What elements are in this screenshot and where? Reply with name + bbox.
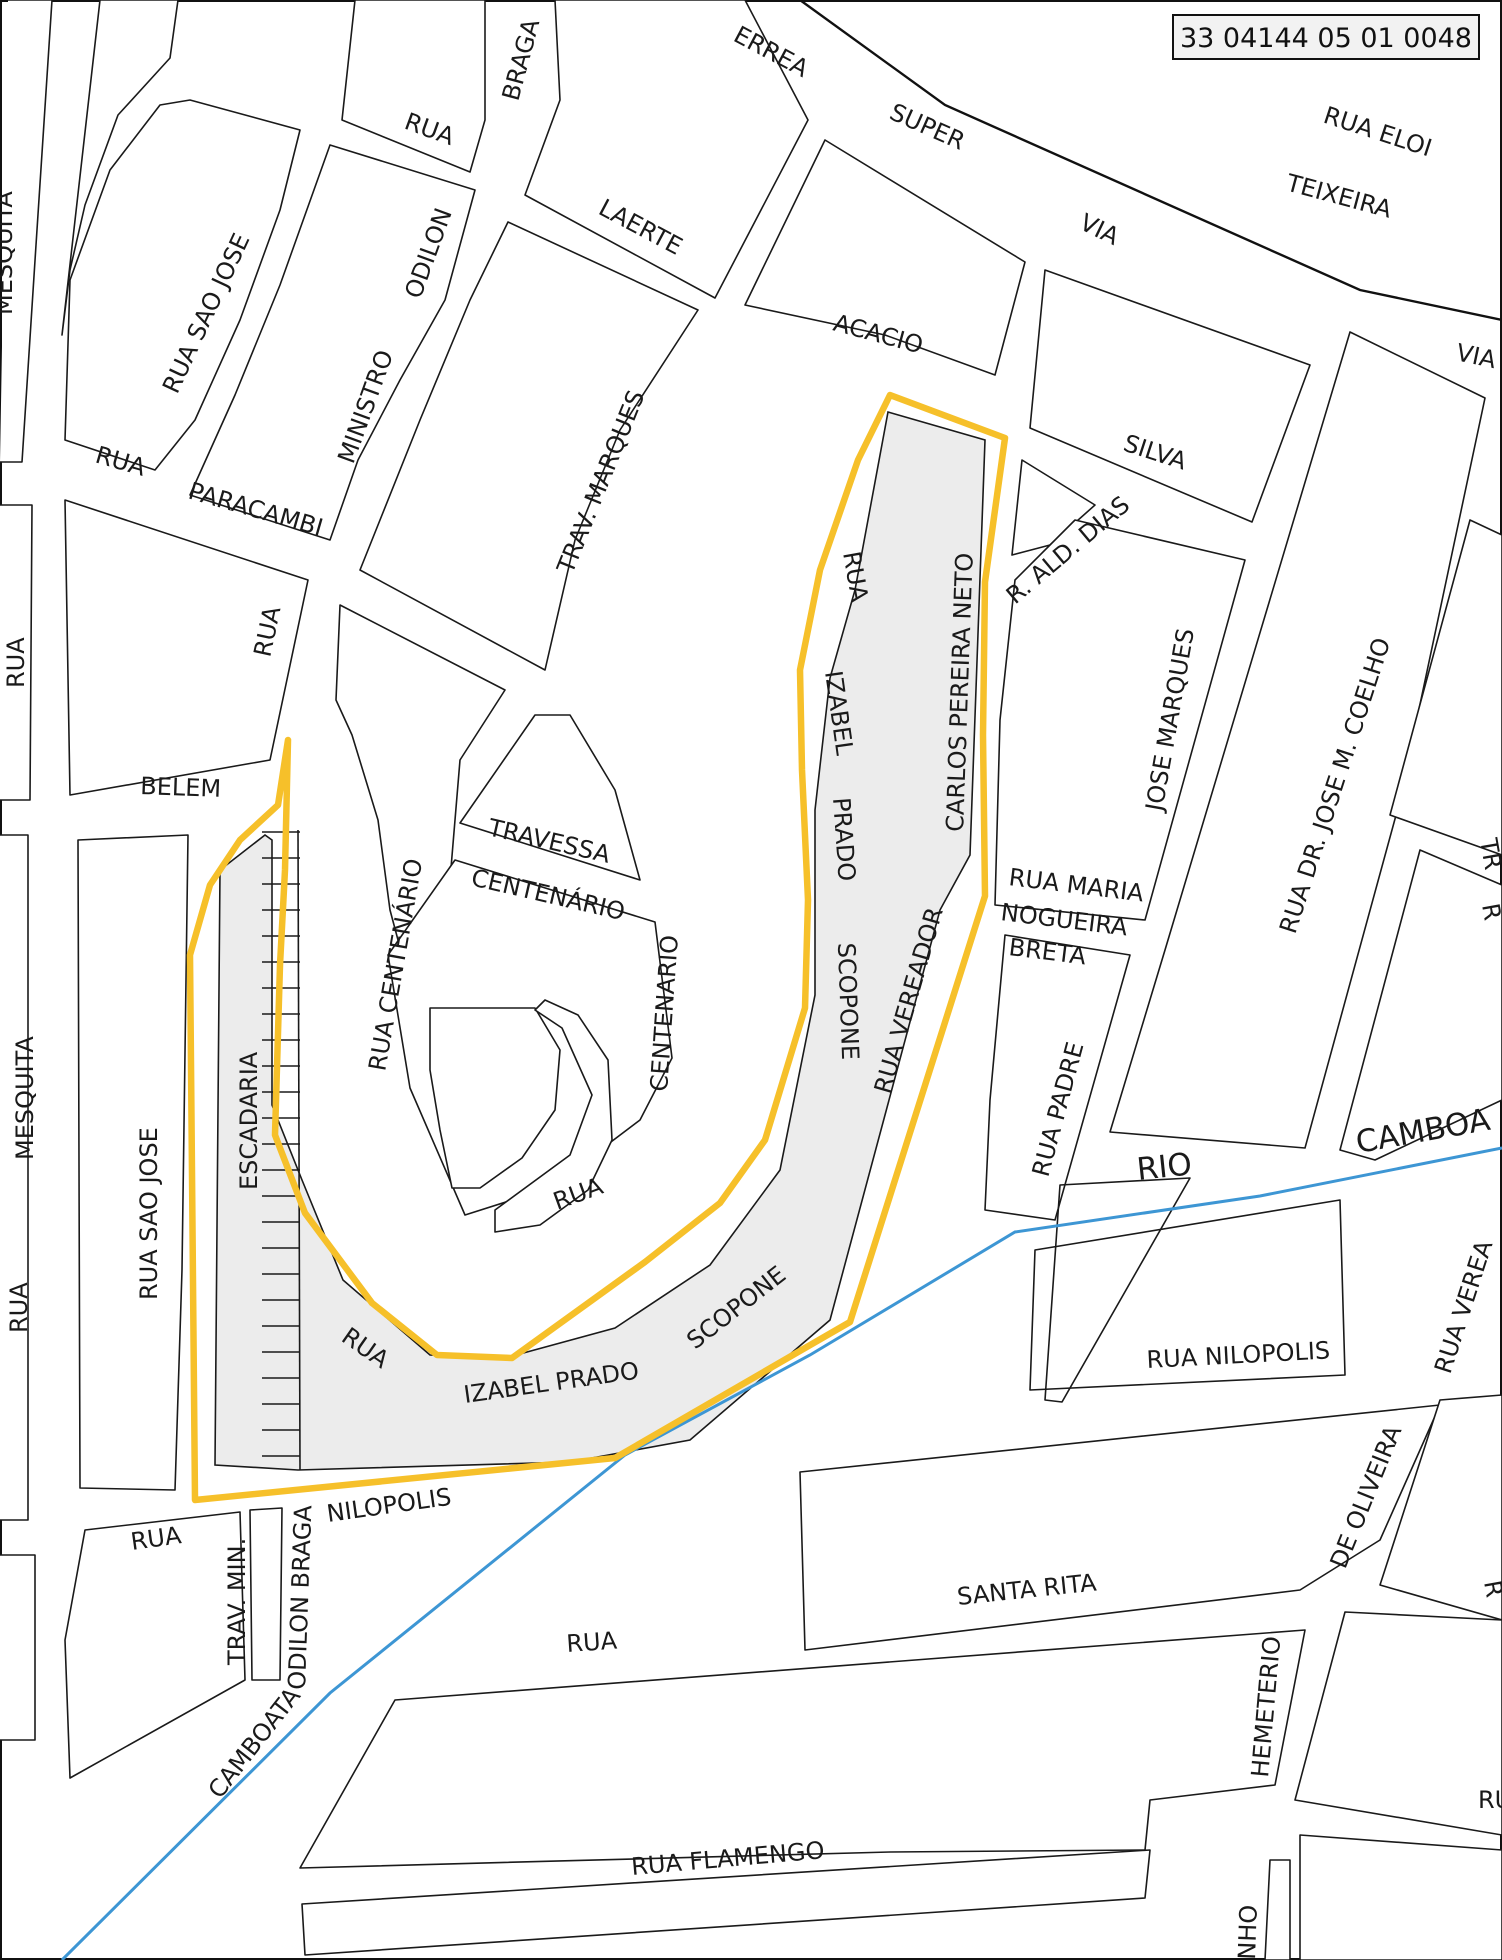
block-sao-jose-south	[77, 834, 189, 1491]
block-trav-min	[249, 1507, 283, 1681]
label-trav-min: TRAV. MIN.	[223, 1538, 251, 1666]
block-inner-core	[429, 1007, 561, 1189]
block-bottom-edge	[1264, 1859, 1291, 1960]
label-teixeira: TEIXEIRA	[1282, 168, 1395, 223]
sector-boundary	[186, 391, 1009, 1504]
block-right-bottom-2	[1294, 1611, 1502, 1836]
label-rua-santa: RUA	[565, 1626, 618, 1658]
label-edge-r: R	[1476, 901, 1502, 922]
block-belem	[64, 499, 309, 796]
census-sector-area	[214, 410, 986, 1471]
block-silva	[1029, 269, 1311, 523]
block-travessa	[459, 714, 641, 881]
label-rua-vereador-right: RUA VEREA	[1429, 1236, 1498, 1377]
escadaria-stairs	[262, 829, 301, 1471]
block-hemeterio-east	[1299, 1834, 1502, 1960]
label-rua-left2: RUA	[5, 1282, 33, 1333]
label-camboata-left: CAMBOATA	[203, 1682, 307, 1804]
label-prado-v: PRADO	[827, 796, 861, 882]
label-rio: RIO	[1135, 1146, 1194, 1188]
block-sao-jose-top	[61, 0, 179, 336]
block-right-edge-2	[1339, 849, 1502, 1161]
label-mesquita-top: MESQUITA	[0, 191, 18, 315]
label-scopone-v: SCOPONE	[832, 942, 864, 1060]
block-trav-marques	[359, 221, 699, 671]
block-left-bottom	[0, 1554, 36, 1741]
map-sheet-code: 33 04144 05 01 0048	[1172, 14, 1480, 60]
block-mesquita	[0, 834, 29, 1521]
label-mesquita: MESQUITA	[11, 1036, 39, 1160]
block-right-edge-1	[1389, 519, 1502, 856]
label-nilopolis: NILOPOLIS	[325, 1483, 453, 1528]
block-rua-sao-jose-north	[64, 99, 301, 471]
label-nho: NHO	[1233, 1904, 1263, 1960]
block-rua-middle	[299, 1629, 1306, 1869]
block-top-left-strip	[0, 0, 53, 463]
label-belem: BELEM	[140, 772, 222, 803]
block-laerte	[524, 0, 809, 299]
label-braga: BRAGA	[497, 15, 546, 103]
block-ministro-odilon	[189, 144, 476, 541]
block-camboata-south	[1044, 1177, 1191, 1403]
label-edge-tr: TR	[1474, 835, 1502, 872]
block-dr-jose-coelho	[1109, 331, 1486, 1149]
label-via: VIA	[1075, 208, 1124, 251]
label-edge-ru: RU	[1478, 1786, 1502, 1814]
river-camboata	[60, 1146, 1502, 1960]
label-rua-eloi: RUA ELOI	[1320, 101, 1435, 162]
block-nilopolis-north	[1029, 1199, 1346, 1391]
label-super: SUPER	[886, 98, 970, 156]
block-left-middle	[0, 504, 33, 801]
label-rua-left1: RUA	[2, 637, 30, 688]
block-acacio	[744, 139, 1026, 376]
block-jose-marques	[994, 519, 1246, 921]
block-rua-padre	[984, 934, 1131, 1221]
block-braga-north	[341, 0, 486, 173]
block-south-strip	[301, 1849, 1151, 1956]
label-edge-r2: R	[1478, 1578, 1502, 1599]
label-odilon-braga: ODILON BRAGA	[283, 1504, 317, 1690]
label-escadaria: ESCADARIA	[235, 1051, 263, 1190]
block-right-bottom-1	[1379, 1394, 1502, 1621]
block-santa-rita	[799, 1404, 1441, 1651]
block-sw	[64, 1511, 246, 1779]
block-inner-ring-piece	[494, 999, 613, 1233]
label-rua-sao-jose-bottom: RUA SAO JOSE	[135, 1127, 163, 1300]
label-via-right: VIA	[1454, 338, 1499, 374]
railway-line	[799, 0, 1502, 322]
